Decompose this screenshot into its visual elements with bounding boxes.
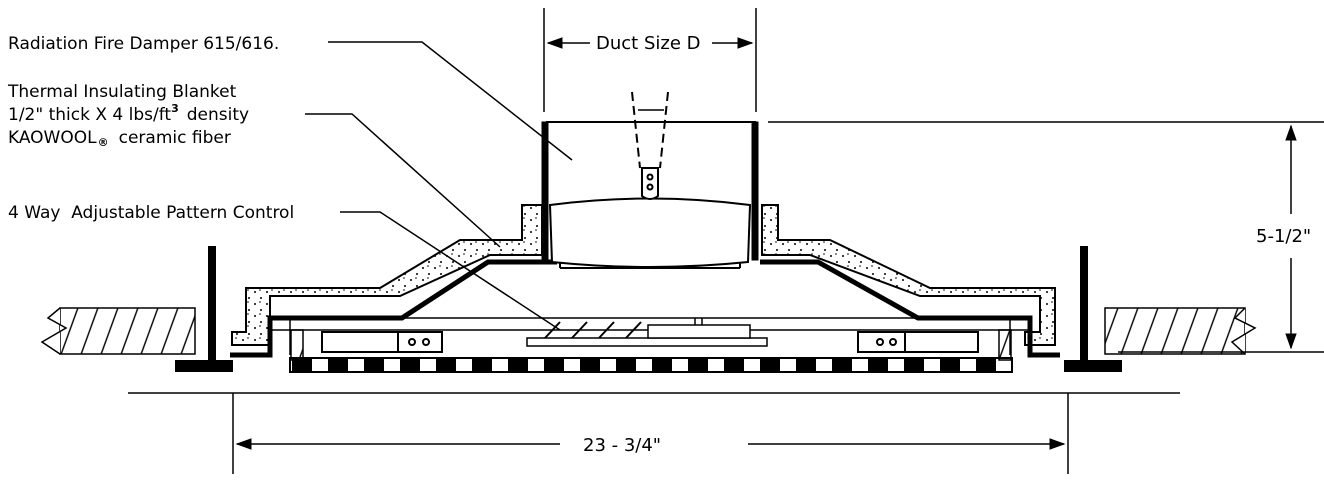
leader-lines: [305, 41, 573, 331]
pattern-control-slider-left: [321, 331, 443, 353]
height-label: 5-1/2": [1256, 226, 1311, 247]
dimension-width: [128, 392, 1180, 474]
fire-damper: [548, 197, 752, 269]
t-bar-left: [175, 246, 233, 372]
duct-size-label: Duct Size D: [596, 33, 700, 54]
center-deflector: [526, 318, 768, 347]
pattern-control-slider-right: [857, 331, 979, 353]
fusible-link: [631, 91, 669, 200]
t-bar-right: [1064, 246, 1122, 372]
dimension-height: [768, 121, 1324, 353]
callout-damper: Radiation Fire Damper 615/616.: [8, 34, 279, 54]
ceiling-tile-left: [40, 307, 196, 355]
face-plate: [289, 329, 1013, 373]
dimension-duct-size: [543, 8, 757, 112]
callout-blanket-material: KAOWOOL®ceramic fiber: [8, 128, 231, 149]
insulating-blanket: [231, 204, 1056, 346]
callout-pattern-control: 4 Way Adjustable Pattern Control: [8, 203, 294, 223]
width-label: 23 - 3/4": [583, 435, 661, 456]
callout-blanket-title: Thermal Insulating Blanket: [7, 82, 237, 102]
ceiling-tile-right: [1104, 307, 1257, 355]
